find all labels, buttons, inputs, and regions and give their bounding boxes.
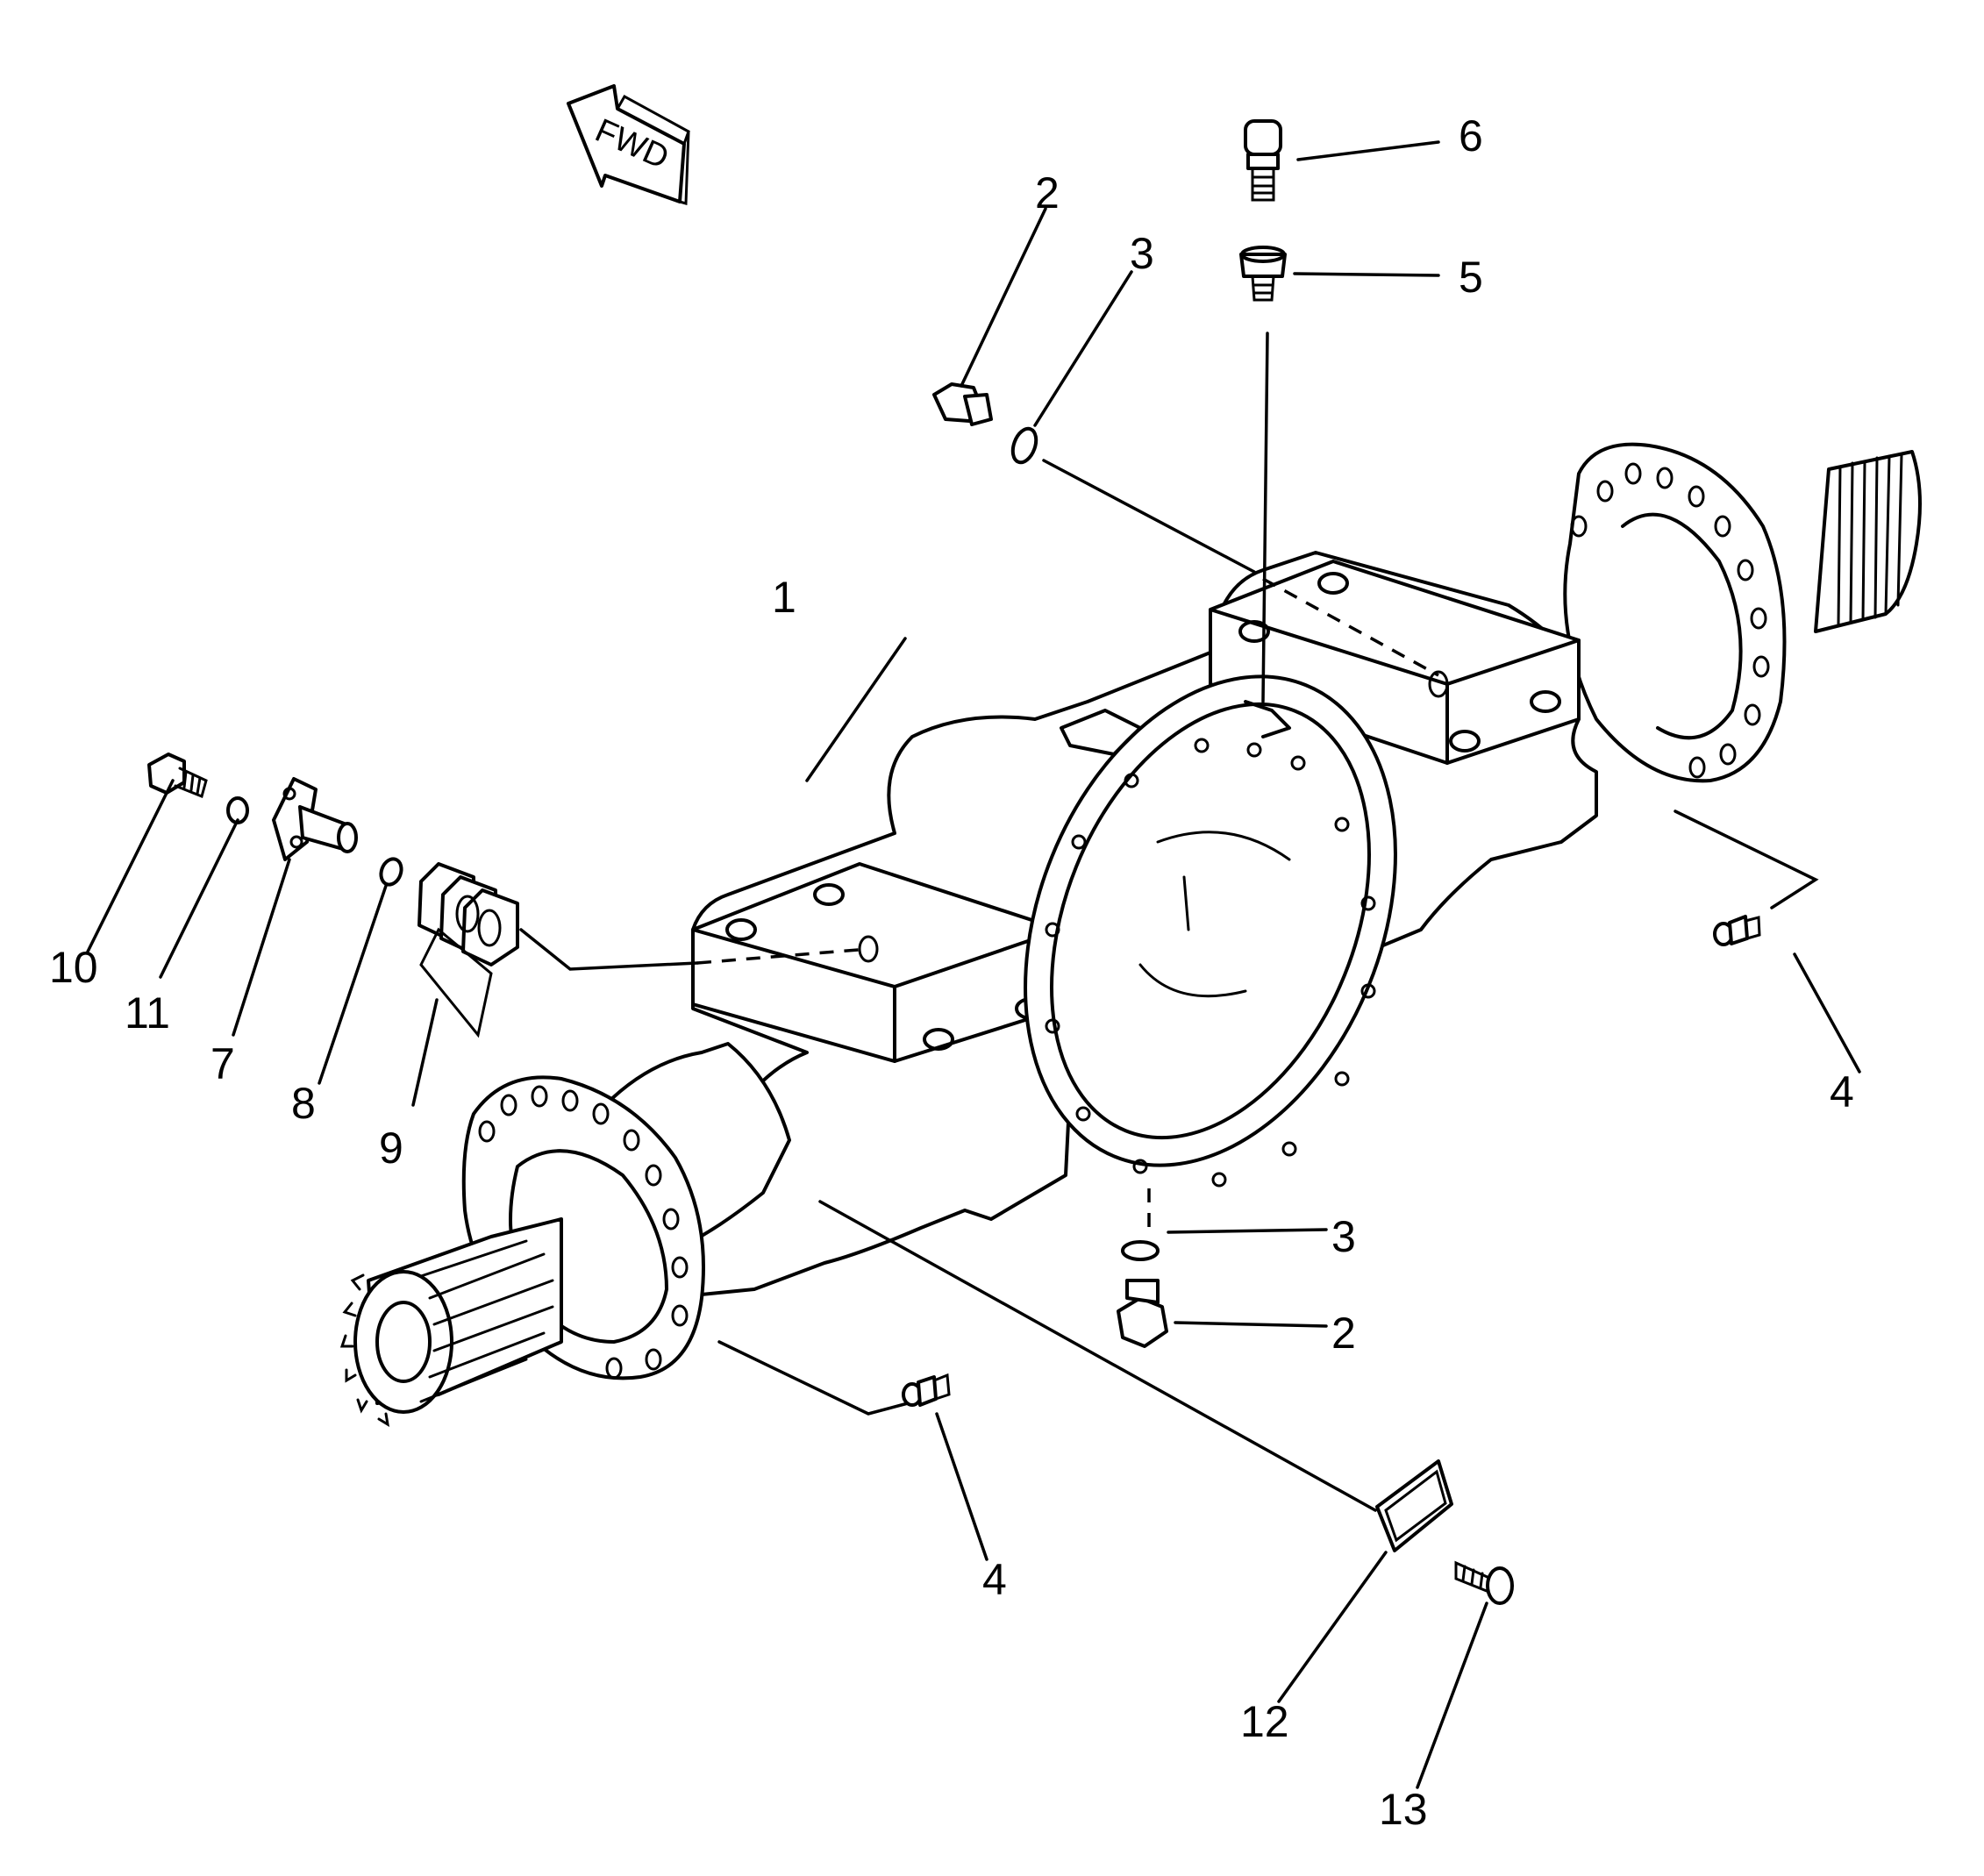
o-ring-part-3-bottom <box>1121 1240 1160 1261</box>
callout-2-top: 2 <box>1035 168 1060 218</box>
callout-4-right: 4 <box>1830 1067 1854 1116</box>
breather-cap-part-6 <box>1244 119 1282 202</box>
diff-flange-bolt-holes <box>1045 738 1376 1188</box>
plug-part-2-top <box>932 382 993 426</box>
o-ring-part-8 <box>379 857 403 887</box>
cover-plate-part-12 <box>1375 1459 1453 1552</box>
callout-5: 5 <box>1459 253 1483 302</box>
pin-part-7 <box>272 777 358 861</box>
left-shaft-splines <box>339 1217 563 1427</box>
o-ring-part-3-top <box>1010 426 1038 465</box>
axle-housing <box>339 442 1922 1427</box>
left-flange-bolt-holes <box>478 1085 689 1380</box>
callout-1: 1 <box>772 573 796 622</box>
callout-12: 12 <box>1240 1697 1289 1746</box>
callout-11: 11 <box>125 988 170 1038</box>
screw-part-13 <box>1454 1560 1514 1605</box>
leader-lines <box>86 140 1861 1789</box>
bolt-part-10 <box>147 753 208 799</box>
breather-part-5 <box>1239 246 1287 302</box>
callout-10: 10 <box>49 943 98 992</box>
callout-3-bottom: 3 <box>1331 1212 1356 1261</box>
plug-part-2-bottom <box>1117 1279 1168 1348</box>
fwd-arrow-icon: FWD <box>567 84 690 205</box>
callout-6: 6 <box>1459 111 1483 160</box>
callout-9: 9 <box>379 1123 403 1173</box>
right-flange-bolt-holes <box>1570 462 1770 779</box>
callout-labels: 6 5 2 3 1 10 11 7 8 9 3 2 4 4 12 13 <box>49 111 1854 1834</box>
shims-part-9 <box>417 862 519 1038</box>
callout-2-bottom: 2 <box>1331 1309 1356 1358</box>
callout-4-bottom: 4 <box>982 1555 1007 1604</box>
callout-8: 8 <box>291 1079 316 1128</box>
callout-3-top: 3 <box>1130 229 1154 278</box>
grease-nipple-part-4-bottom <box>902 1373 951 1407</box>
right-shaft-splines <box>1814 450 1922 633</box>
grease-nipple-part-4-right <box>1713 915 1761 946</box>
callout-7: 7 <box>211 1039 235 1088</box>
callout-13: 13 <box>1379 1785 1428 1834</box>
